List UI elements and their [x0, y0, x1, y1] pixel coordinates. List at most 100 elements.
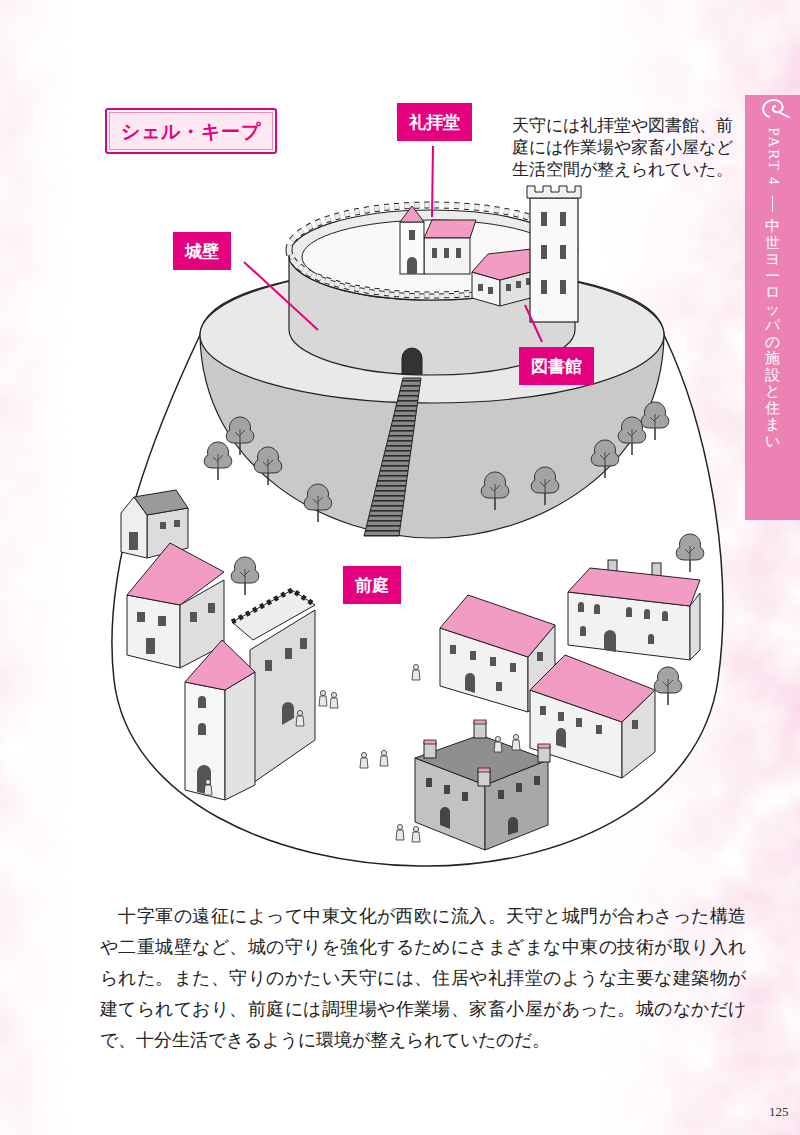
- chapel: [407, 257, 417, 274]
- callout-label: 前庭: [343, 566, 401, 604]
- grey-hall: [508, 817, 518, 835]
- yard-trees: [231, 557, 259, 595]
- chapel: [400, 206, 424, 222]
- house-centre: [440, 595, 555, 657]
- fortified-house: [285, 648, 292, 659]
- watercolor-ground: [0, 0, 70, 1135]
- leader-lines: [244, 262, 318, 330]
- people: [204, 779, 212, 795]
- library: [478, 284, 483, 291]
- house-right: [540, 706, 546, 715]
- grey-hall: [424, 740, 436, 744]
- motte-mound: [204, 442, 232, 480]
- grey-hall: [415, 735, 548, 785]
- grounds-outline: [112, 268, 723, 867]
- note-text: 天守には礼拝堂や図書館、前庭には作業場や家畜小屋など生活空間が整えられていた。: [512, 114, 735, 180]
- house-left: [137, 612, 145, 622]
- fortified-house: [198, 723, 206, 735]
- house-left: [158, 616, 166, 626]
- fortified-house: [185, 590, 315, 800]
- yard-trees: [676, 534, 704, 572]
- chapel: [424, 220, 476, 238]
- grey-hall: [462, 792, 468, 801]
- fortified-house: [197, 765, 211, 795]
- motte-mound: [641, 402, 669, 440]
- people: [380, 750, 388, 766]
- house-right: [556, 728, 566, 748]
- body-paragraph: 十字軍の遠征によって中東文化が西欧に流入。天守と城門が合わさった構造や二重城壁な…: [100, 900, 746, 1055]
- grey-hall: [534, 776, 540, 785]
- callout-label: 図書館: [519, 347, 594, 385]
- house-chimneys: [604, 630, 616, 652]
- page-number: 125: [769, 1104, 789, 1120]
- house-centre: [465, 673, 475, 693]
- house-right: [530, 655, 655, 778]
- chapel: [409, 230, 415, 240]
- house-centre: [537, 652, 543, 661]
- library: [506, 284, 511, 291]
- grey-hall: [516, 783, 522, 792]
- keep-tower: [560, 245, 566, 259]
- people: [296, 710, 304, 726]
- grounds-outline: [112, 268, 723, 867]
- house-right: [576, 718, 582, 727]
- keep-tower: [560, 212, 566, 226]
- label-text: 城壁: [185, 240, 219, 262]
- grey-hall: [478, 768, 490, 772]
- fortified-house: [282, 702, 294, 725]
- yard-trees: [654, 667, 682, 705]
- note-text: 天守には礼拝堂や図書館、前庭には作業場や家畜小屋など生活空間が整えられていた。: [512, 115, 733, 179]
- house-chimneys: [578, 602, 584, 612]
- keep-tower: [560, 280, 566, 294]
- body-paragraph: 十字軍の遠征によって中東文化が西欧に流入。天守と城門が合わさった構造や二重城壁な…: [100, 905, 746, 1050]
- label-text: 図書館: [531, 355, 582, 377]
- title-frame: シェル・キープ: [105, 108, 277, 154]
- house-right: [530, 655, 655, 722]
- house-centre: [470, 651, 476, 660]
- keep-tower: [541, 280, 547, 294]
- house-centre: [490, 657, 496, 666]
- house-chimneys: [580, 626, 586, 636]
- people: [412, 664, 420, 680]
- fortified-house: [232, 590, 315, 640]
- people: [330, 692, 338, 708]
- motte-mound: [254, 447, 282, 485]
- grey-hall: [478, 770, 490, 786]
- house-left: [146, 638, 155, 654]
- house-chimneys: [644, 609, 650, 619]
- keep-tower: [541, 245, 547, 259]
- fortified-house: [198, 696, 206, 708]
- fortified-house: [300, 638, 307, 649]
- house-left: [208, 603, 215, 613]
- keep-tower: [527, 186, 581, 322]
- grey-hall: [426, 778, 432, 787]
- grey-hall: [424, 742, 436, 758]
- house-left: [127, 543, 224, 668]
- callout-label: 礼拝堂: [397, 103, 472, 141]
- shed: [129, 532, 138, 550]
- house-right: [558, 712, 564, 721]
- house-chimneys: [662, 611, 668, 621]
- fortified-house: [185, 640, 255, 690]
- motte-mound: [591, 440, 619, 478]
- yard-trees: [231, 534, 704, 705]
- chapter-band: PART 4中世ヨーロッパの施設と住まい: [745, 95, 800, 520]
- label-text: 前庭: [355, 574, 389, 596]
- shell-wall: [402, 348, 422, 374]
- keep-tower: [527, 186, 581, 198]
- leader-lines: [432, 146, 433, 217]
- house-right: [632, 720, 638, 729]
- keep-tower: [530, 198, 578, 322]
- grey-hall: [415, 720, 550, 850]
- fortified-house: [185, 682, 225, 800]
- grey-hall: [498, 790, 504, 799]
- part-number: PART 4: [764, 127, 781, 186]
- callout-label: 城壁: [173, 232, 231, 270]
- chapel: [432, 248, 437, 258]
- house-chimneys: [594, 604, 600, 614]
- grey-hall: [444, 785, 450, 794]
- page-number: 125: [769, 1104, 789, 1119]
- people: [204, 664, 520, 842]
- divider-line: [772, 196, 773, 212]
